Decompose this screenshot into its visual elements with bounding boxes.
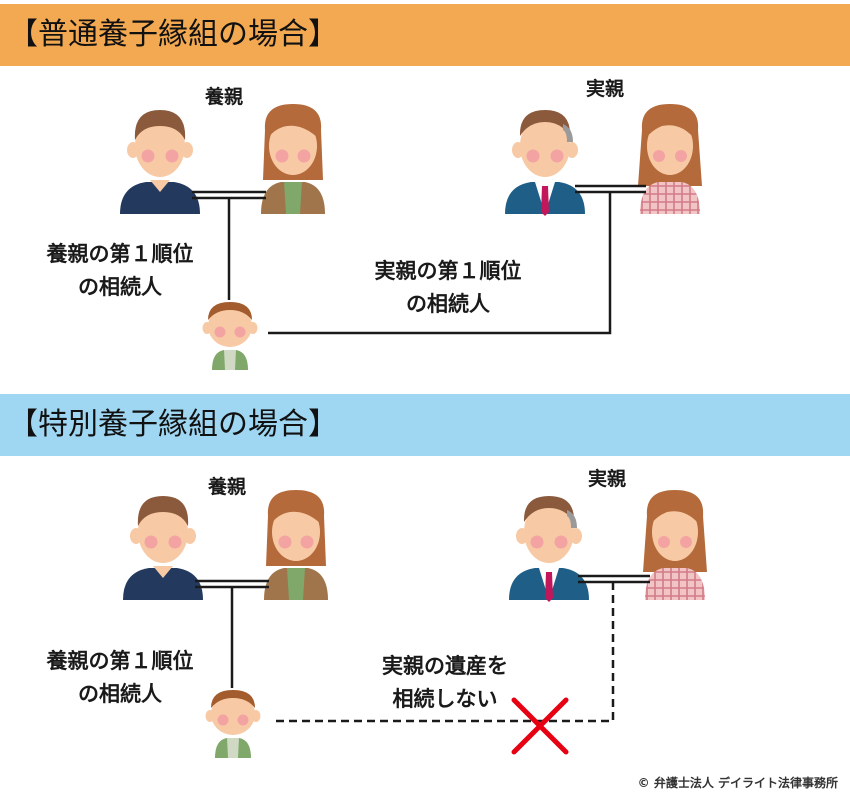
biological-mother-icon (643, 490, 707, 600)
adoptive-mother-icon (261, 104, 325, 214)
biological-parents-label: 実親 (588, 468, 627, 490)
biological-heir-label: 実親の第１順位 の相続人 (348, 255, 548, 321)
adoptive-parents-label: 養親 (208, 476, 247, 498)
biological-parents-label: 実親 (586, 78, 625, 100)
biological-heir-label-line1: 実親の第１順位 (374, 259, 522, 283)
adoptive-heir-label-line2: の相続人 (78, 275, 162, 299)
adoptive-heir-label-line1: 養親の第１順位 (46, 242, 194, 266)
cross-mark-icon (511, 697, 569, 755)
adoptive-heir-label-line1: 養親の第１順位 (46, 649, 194, 673)
ordinary-adoption-banner: 【普通養子縁組の場合】 (0, 4, 850, 66)
adoptive-father-icon (123, 496, 203, 600)
child-icon (202, 302, 258, 370)
adoptive-heir-label: 養親の第１順位 の相続人 (22, 238, 218, 304)
biological-father-icon (505, 110, 585, 216)
biological-marriage-line (268, 184, 646, 335)
adoptive-mother-icon (264, 490, 328, 600)
biological-heir-label-line2: の相続人 (406, 292, 490, 316)
biological-mother-icon (638, 104, 702, 214)
no-inheritance-label: 実親の遺産を 相続しない (360, 650, 530, 716)
severed-relation-line (272, 582, 615, 723)
adoptive-marriage-line (195, 579, 269, 688)
adoptive-heir-label: 養親の第１順位 の相続人 (22, 645, 218, 711)
adoptive-parents-label: 養親 (205, 86, 244, 108)
biological-father-icon (509, 496, 589, 602)
adoptive-father-icon (120, 110, 200, 214)
copyright-credit: © 弁護士法人 デイライト法律事務所 (637, 776, 838, 790)
no-inheritance-label-line1: 実親の遺産を (382, 654, 508, 678)
no-inheritance-label-line2: 相続しない (392, 687, 498, 711)
biological-marriage-line (578, 574, 650, 584)
adoptive-marriage-line (192, 190, 266, 300)
special-adoption-banner: 【特別養子縁組の場合】 (0, 394, 850, 456)
adoptive-heir-label-line2: の相続人 (78, 682, 162, 706)
